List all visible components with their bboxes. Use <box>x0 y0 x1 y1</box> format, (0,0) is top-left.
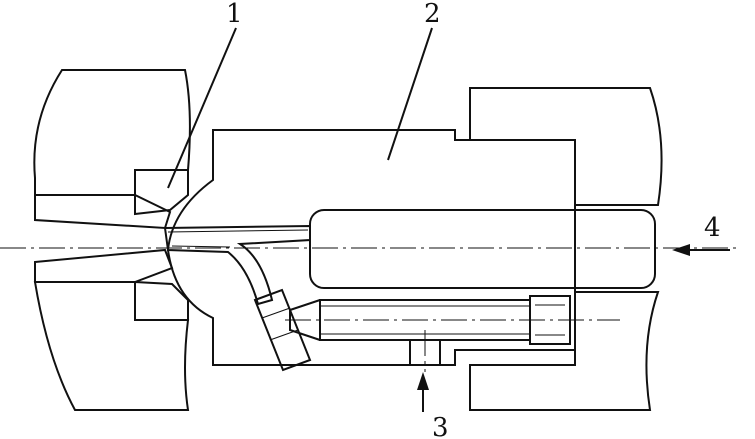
sprue-wall-upper <box>34 194 172 230</box>
leader-2 <box>387 27 433 161</box>
arrow-4 <box>672 244 730 256</box>
leader-1 <box>167 27 237 189</box>
melt-channel <box>163 224 311 306</box>
bottom-port <box>409 330 441 372</box>
nozzle-bushing-upper <box>134 169 189 216</box>
label-4: 4 <box>704 213 721 243</box>
melt-channel-liner <box>167 229 309 248</box>
label-2: 2 <box>424 0 441 29</box>
nozzle-body <box>166 129 576 366</box>
sprue-wall-lower <box>34 248 174 283</box>
heater-core <box>309 209 656 289</box>
left-block-lower <box>33 281 190 411</box>
holder-lower <box>469 291 660 411</box>
holder-upper <box>469 87 663 206</box>
label-1: 1 <box>226 0 243 29</box>
label-3: 3 <box>432 413 449 439</box>
left-block-upper <box>33 69 191 196</box>
arrow-3 <box>417 372 429 412</box>
nozzle-bushing-lower <box>134 280 189 321</box>
